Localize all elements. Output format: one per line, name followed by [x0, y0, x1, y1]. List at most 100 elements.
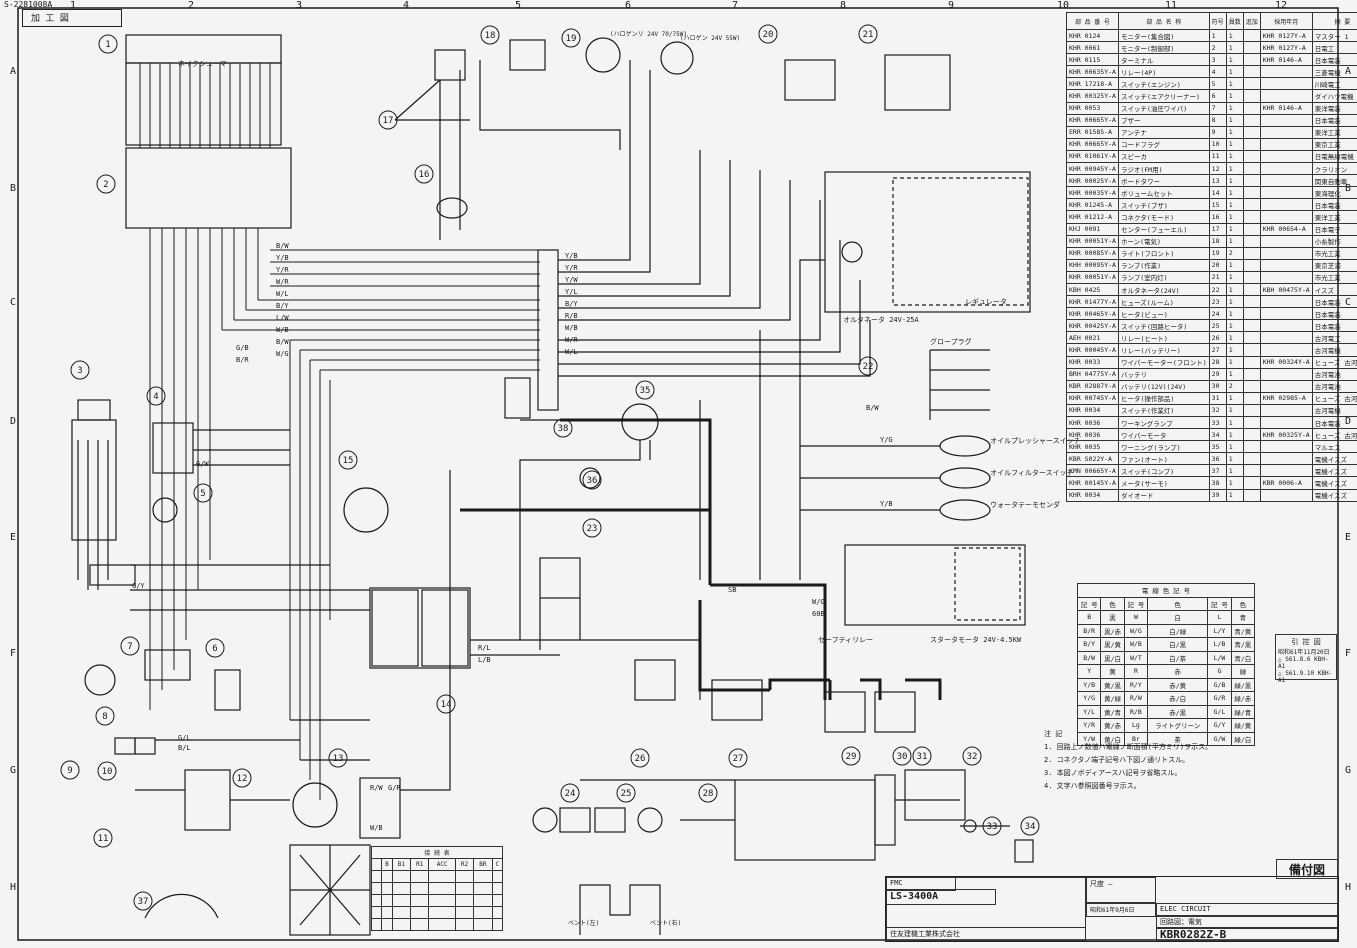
component-number-8: 8: [102, 712, 107, 722]
component-callout-20: [758, 24, 778, 44]
parts-cell: ダイハツ電機: [1311, 89, 1357, 103]
parts-cell: 1: [1225, 125, 1244, 139]
parts-cell: KHR 0035: [1066, 440, 1119, 454]
parts-cell: 川崎電工: [1311, 77, 1357, 91]
grid-column-1: 1: [70, 0, 77, 11]
component-callout-12: [232, 768, 252, 788]
grid-row-F-right: F: [1344, 648, 1351, 659]
component-number-29: 29: [846, 752, 857, 762]
parts-cell: ターミナル: [1117, 53, 1210, 67]
component-number-21: 21: [863, 30, 874, 40]
parts-cell: ボリュームセット: [1117, 186, 1210, 200]
parts-cell: 31: [1208, 391, 1227, 405]
color-cell: 黒: [1100, 610, 1125, 625]
parts-cell: スイッチ(エンジン): [1117, 77, 1210, 91]
parts-cell: [1242, 65, 1261, 79]
note-item: 3. 本図ノボディアースハ記号ヲ省略スル。: [1044, 769, 1182, 777]
parts-cell: [1242, 440, 1261, 454]
parts-cell: KHR 02985-A: [1259, 391, 1313, 405]
parts-cell: [1242, 319, 1261, 333]
parts-cell: 1: [1225, 234, 1244, 248]
parts-cell: KHR 00145Y-A: [1066, 476, 1119, 490]
parts-cell: コードフラグ: [1117, 137, 1210, 151]
parts-cell: 35: [1208, 440, 1227, 454]
parts-cell: [1242, 295, 1261, 309]
parts-cell: KHR 00745Y-A: [1066, 391, 1119, 405]
color-cell: 白/緑: [1147, 623, 1209, 638]
color-cell: 黒/赤: [1100, 623, 1125, 638]
switch-header-cell: B1: [391, 858, 412, 871]
parts-cell: 8: [1208, 113, 1227, 127]
component-callout-3: [70, 360, 90, 380]
parts-header-cell: 部 品 名 称: [1117, 12, 1210, 30]
parts-cell: 1: [1225, 65, 1244, 79]
parts-cell: 14: [1208, 186, 1227, 200]
grid-column-12: 12: [1275, 0, 1288, 11]
component-number-2: 2: [103, 180, 108, 190]
parts-cell: クラリオン: [1311, 162, 1357, 176]
wire-label: Y/L: [565, 288, 578, 296]
note-item: 4. 文字ハ参照図番号ヲ示ス。: [1044, 782, 1141, 790]
parts-cell: [1259, 403, 1313, 418]
component-number-15: 15: [343, 456, 354, 466]
parts-cell: [1259, 488, 1313, 502]
component-callout-1: [98, 34, 118, 54]
grid-column-8: 8: [840, 0, 847, 11]
parts-cell: 日本電装: [1311, 319, 1357, 333]
component-callout-17: [378, 110, 398, 130]
parts-cell: KHR 00051Y-A: [1066, 234, 1119, 248]
parts-cell: KHR 0127Y-A: [1259, 41, 1313, 55]
component-callout-11: [93, 828, 113, 848]
vent-right-label: ベント(右): [650, 919, 681, 927]
parts-cell: KHR 00465Y-A: [1066, 307, 1119, 321]
wire-label: W/L: [565, 348, 578, 356]
color-cell: L: [1207, 610, 1232, 625]
parts-cell: [1242, 476, 1261, 490]
date-label: 昭和61年9月6日: [1086, 903, 1156, 917]
switch-header-cell: ACC: [428, 858, 456, 871]
grid-column-3: 3: [296, 0, 303, 11]
color-cell: Y/G: [1076, 691, 1102, 706]
parts-cell: KHR 0036: [1066, 415, 1119, 430]
parts-cell: 1: [1225, 174, 1244, 188]
parts-cell: BRH 04775Y-A: [1066, 367, 1119, 381]
component-number-25: 25: [621, 789, 632, 799]
grid-column-6: 6: [625, 0, 632, 11]
color-cell: Y: [1076, 664, 1102, 679]
parts-cell: [1259, 89, 1313, 103]
water-temp-label: ウォータテーモセンダ: [990, 500, 1060, 509]
color-cell: W/B: [1123, 637, 1149, 652]
work-lamp-label: (ハロゲン 24V 55W): [680, 34, 740, 42]
parts-cell: [1242, 367, 1261, 381]
parts-cell: [1242, 101, 1261, 115]
parts-cell: KBR S022Y-A: [1066, 452, 1119, 466]
safety-relay-label: セーフティリレー: [818, 636, 873, 644]
connector-label: ネイクシューマ: [178, 60, 227, 68]
parts-cell: 日本電装: [1311, 415, 1357, 430]
parts-cell: 古河電池: [1311, 379, 1357, 393]
component-number-35: 35: [640, 386, 651, 396]
color-cell: G/L: [1207, 704, 1232, 719]
parts-cell: 関東自動車: [1311, 174, 1357, 188]
parts-cell: KHR 00635Y-A: [1066, 65, 1119, 79]
color-cell: 赤/黄: [1147, 677, 1209, 692]
parts-header-cell: 摘 要: [1311, 12, 1357, 30]
parts-cell: 1: [1225, 428, 1244, 442]
component-callout-21: [858, 24, 878, 44]
parts-cell: ボードタワー: [1117, 174, 1210, 188]
parts-cell: ライト(フロント): [1117, 246, 1210, 260]
parts-cell: 日本電装: [1311, 53, 1357, 67]
parts-cell: [1259, 258, 1313, 272]
component-callout-35: [635, 380, 655, 400]
parts-cell: 東洋工業: [1311, 210, 1357, 224]
parts-cell: ランプ(室内灯): [1117, 270, 1210, 284]
wire-label: Y/B: [565, 252, 578, 260]
parts-cell: 19: [1208, 246, 1227, 260]
parts-cell: [1259, 331, 1313, 345]
